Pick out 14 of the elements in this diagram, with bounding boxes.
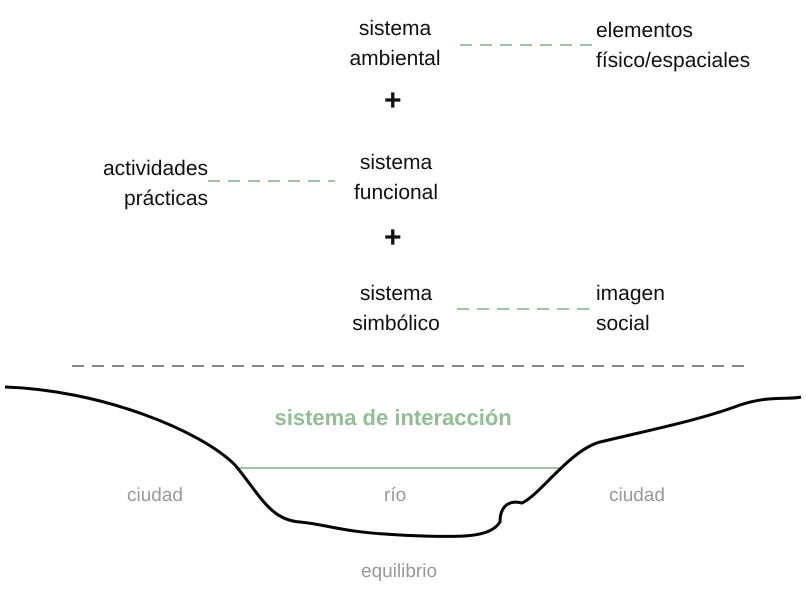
- concept-text: sistema funcional: [335, 148, 457, 208]
- plus-sign: +: [384, 84, 402, 118]
- section-heading: sistema de interacción: [274, 405, 512, 431]
- area-label: río: [384, 485, 406, 507]
- concept-text: sistema ambiental: [330, 14, 460, 74]
- connector-line: [208, 180, 335, 182]
- concept-text: elementos físico/espaciales: [596, 16, 786, 76]
- concept-text: imagen social: [596, 279, 696, 339]
- area-label: equilibrio: [361, 561, 438, 583]
- plus-sign: +: [384, 221, 402, 255]
- area-label: ciudad: [127, 485, 183, 507]
- area-label: ciudad: [609, 485, 665, 507]
- concept-text: actividades prácticas: [60, 154, 208, 214]
- concept-text: sistema simbólico: [335, 279, 457, 339]
